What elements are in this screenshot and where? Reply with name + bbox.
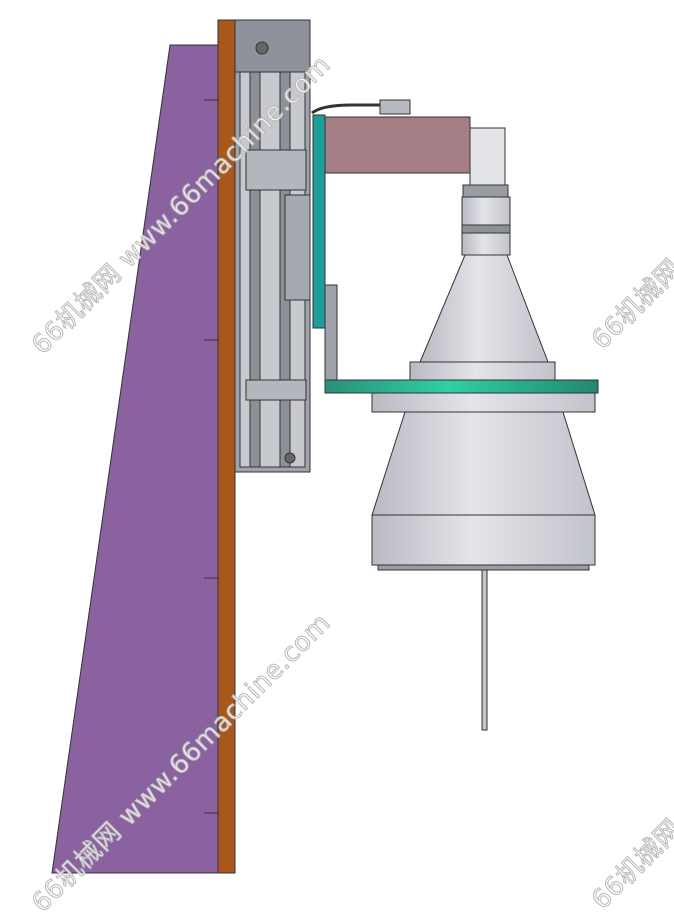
linear-rail (234, 19, 311, 473)
camera-box (324, 116, 471, 174)
camera (461, 127, 511, 256)
bracket (311, 99, 411, 381)
machine-drawing (51, 19, 599, 874)
light-cone (324, 254, 599, 731)
